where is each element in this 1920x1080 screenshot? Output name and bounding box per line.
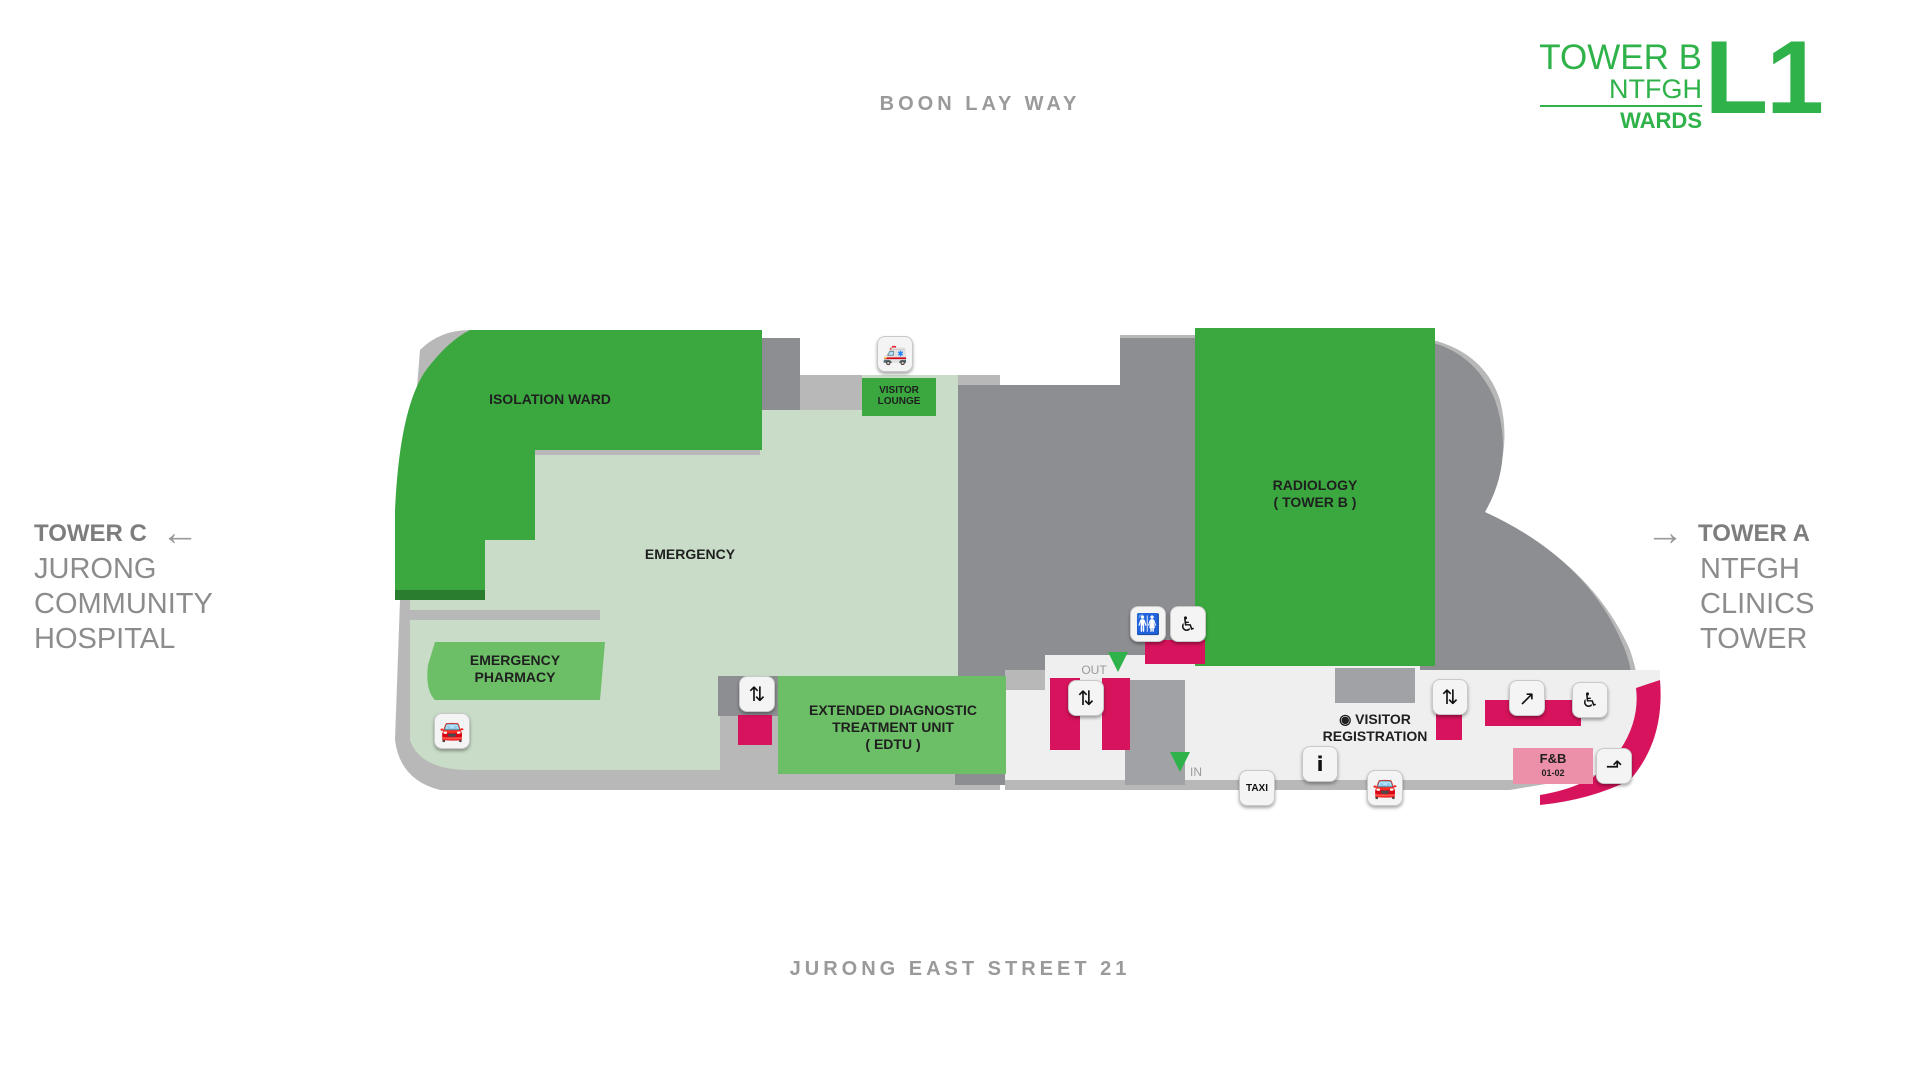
isolation-ward-block[interactable] bbox=[395, 330, 762, 590]
hospital-name: NTFGH bbox=[1609, 74, 1702, 104]
street-south: JURONG EAST STREET 21 bbox=[789, 958, 1131, 980]
emergency-pharmacy-line: EMERGENCY bbox=[469, 652, 561, 668]
entrance-out-marker bbox=[1108, 652, 1128, 672]
emergency-pharmacy-label: EMERGENCY PHARMACY bbox=[440, 652, 590, 686]
edtu-line: EXTENDED DIAGNOSTIC bbox=[808, 702, 977, 718]
east-exit-line: CLINICS bbox=[1700, 588, 1815, 620]
lift-icon[interactable]: ⇅ bbox=[739, 676, 775, 712]
fnb-name: F&B bbox=[1539, 751, 1567, 766]
grey-service-area-east bbox=[955, 338, 1335, 785]
level-indicator: L1 bbox=[1704, 20, 1824, 136]
east-exit-line: NTFGH bbox=[1700, 553, 1800, 585]
edtu-line: TREATMENT UNIT bbox=[832, 719, 954, 735]
stairs-icon[interactable]: ⬏ bbox=[1596, 748, 1632, 784]
accessible-icon[interactable]: ♿ bbox=[1170, 606, 1206, 642]
entrance-in-marker bbox=[1170, 752, 1190, 772]
emergency-pharmacy-block[interactable] bbox=[427, 642, 605, 700]
fnb-label[interactable]: F&B 01-02 bbox=[1513, 752, 1593, 780]
east-exit[interactable]: → TOWER A NTFGH CLINICS TOWER bbox=[1646, 514, 1900, 657]
west-exit[interactable]: TOWER C ← JURONG COMMUNITY HOSPITAL bbox=[34, 514, 274, 657]
fnb-unit: 01-02 bbox=[1541, 768, 1565, 778]
west-exit-line: HOSPITAL bbox=[34, 623, 176, 655]
right-arrow-icon: → bbox=[1646, 512, 1684, 554]
radiology-line: ( TOWER B ) bbox=[1273, 494, 1357, 510]
visitor-registration-line: ◉ VISITOR bbox=[1339, 711, 1411, 727]
lift-icon[interactable]: ⇅ bbox=[1432, 679, 1468, 715]
street-north: BOON LAY WAY bbox=[879, 93, 1081, 115]
lobby-grey-column bbox=[1335, 668, 1415, 703]
visitor-lounge-line: LOUNGE bbox=[877, 396, 921, 407]
drop-off-icon[interactable]: 🚘 bbox=[1367, 770, 1403, 806]
east-exit-title: TOWER A bbox=[1698, 519, 1810, 547]
edtu-block[interactable] bbox=[778, 676, 1006, 774]
section-name: WARDS bbox=[1620, 108, 1702, 133]
lobby-grey-column bbox=[1125, 680, 1185, 785]
taxi-text: TAXI bbox=[1245, 782, 1269, 794]
edtu-label: EXTENDED DIAGNOSTIC TREATMENT UNIT ( EDT… bbox=[780, 702, 1006, 753]
radiology-line: RADIOLOGY bbox=[1272, 477, 1358, 493]
visitor-registration-line: REGISTRATION bbox=[1322, 728, 1428, 744]
east-exit-line: TOWER bbox=[1700, 623, 1808, 655]
west-exit-line: COMMUNITY bbox=[34, 588, 213, 620]
drop-off-icon[interactable]: 🚘 bbox=[434, 713, 470, 749]
visitor-registration-label[interactable]: ◉ VISITOR REGISTRATION bbox=[1300, 711, 1450, 745]
emergency-pharmacy-line: PHARMACY bbox=[474, 669, 556, 685]
grey-pillar bbox=[762, 338, 800, 410]
edtu-line: ( EDTU ) bbox=[865, 736, 921, 752]
header-divider bbox=[1540, 105, 1702, 107]
accessible-icon[interactable]: ♿ bbox=[1572, 682, 1608, 718]
grey-service-area-north bbox=[1400, 338, 1632, 705]
escalator-icon[interactable]: ↗ bbox=[1509, 680, 1545, 716]
visitor-lounge-label: VISITOR LOUNGE bbox=[862, 385, 936, 407]
west-exit-title: TOWER C bbox=[34, 519, 147, 547]
radiology-label: RADIOLOGY ( TOWER B ) bbox=[1220, 477, 1410, 511]
west-exit-line: JURONG bbox=[34, 553, 157, 585]
tower-name: TOWER B bbox=[1539, 38, 1702, 77]
isolation-ward-label: ISOLATION WARD bbox=[489, 391, 611, 407]
info-icon[interactable]: i bbox=[1302, 746, 1338, 782]
in-label: IN bbox=[1190, 765, 1202, 779]
info-glyph: i bbox=[1316, 752, 1324, 776]
emergency-label: EMERGENCY bbox=[644, 546, 736, 562]
taxi-icon[interactable]: TAXI bbox=[1239, 770, 1275, 806]
visitor-lounge-block[interactable] bbox=[862, 378, 936, 416]
toilet-icon[interactable]: 🚻 bbox=[1130, 606, 1166, 642]
out-label: OUT bbox=[1081, 663, 1107, 677]
floor-header: TOWER B NTFGH WARDS L1 bbox=[1532, 26, 1824, 138]
lift-icon[interactable]: ⇅ bbox=[1068, 680, 1104, 716]
radiology-block[interactable] bbox=[1195, 328, 1435, 666]
ambulance-icon[interactable]: 🚑 bbox=[877, 336, 913, 372]
visitor-lounge-line: VISITOR bbox=[879, 385, 919, 396]
left-arrow-icon: ← bbox=[160, 512, 199, 554]
